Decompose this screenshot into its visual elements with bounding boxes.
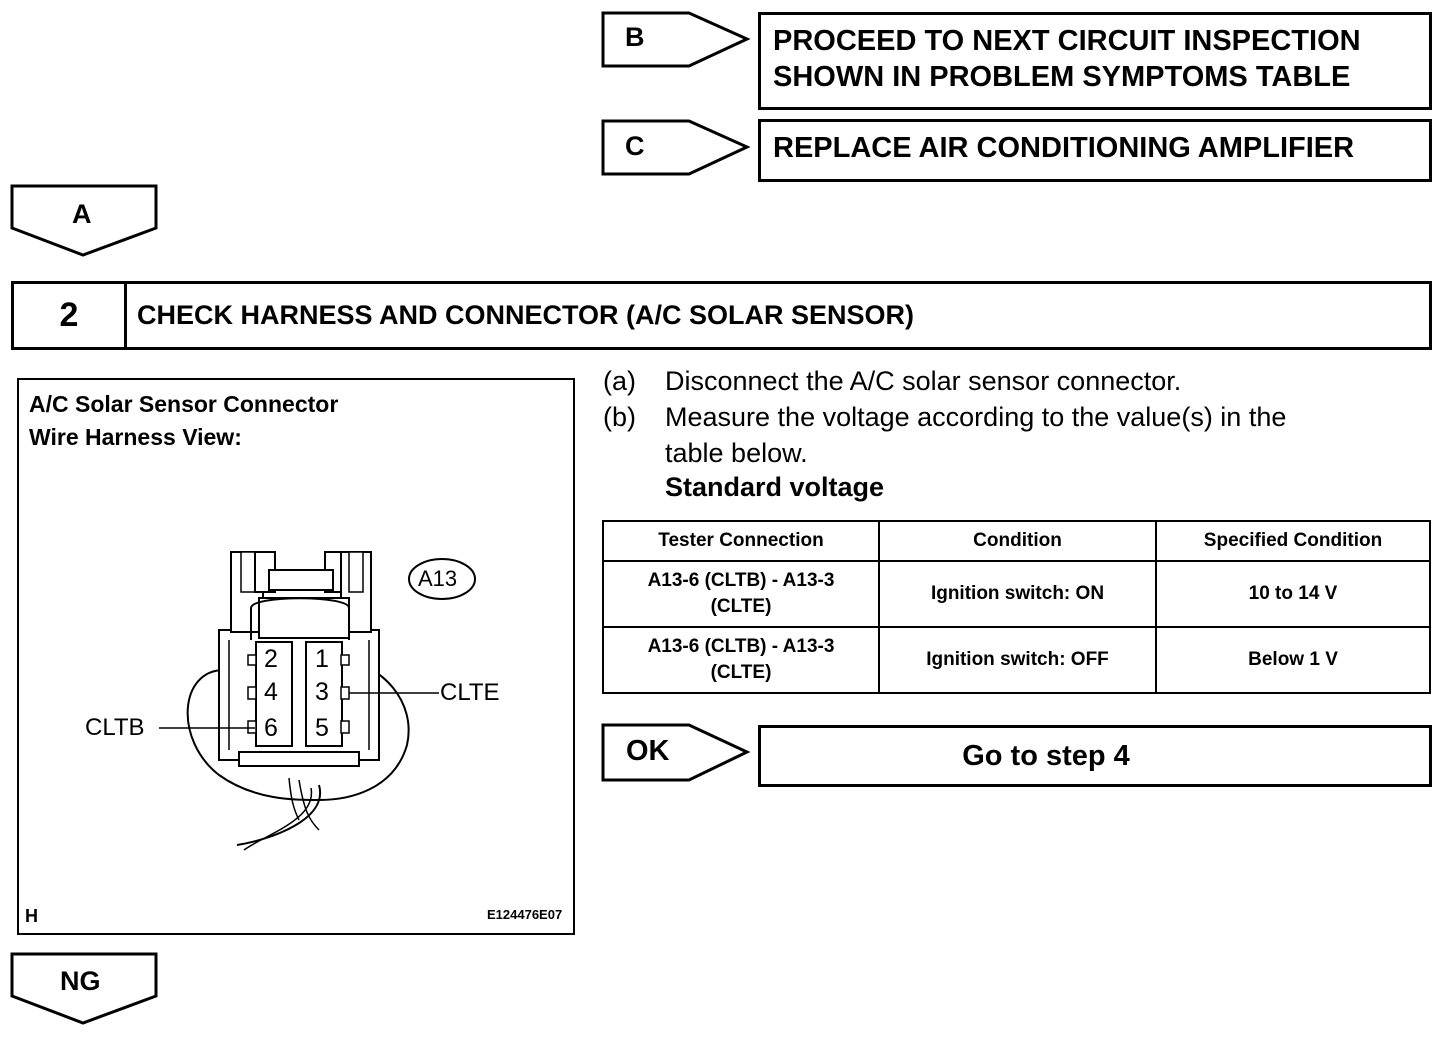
connector-id: A13 [418, 566, 458, 591]
instruction-a: (a) Disconnect the A/C solar sensor conn… [603, 363, 1403, 399]
cell-line: A13-6 (CLTB) - A13-3 [647, 570, 835, 591]
instruction-b: (b) Measure the voltage according to the… [603, 399, 1403, 471]
branch-ok-result-text: Go to step 4 [962, 740, 1130, 772]
figure-title-line2: Wire Harness View: [29, 424, 242, 450]
table-cell-condition: Ignition switch: ON [878, 560, 1157, 628]
connector-housing [218, 629, 380, 761]
figure-image-code: E124476E07 [487, 907, 563, 922]
harness-tail [236, 784, 322, 846]
branch-c-result-text: REPLACE AIR CONDITIONING AMPLIFIER [773, 132, 1355, 164]
branch-b-label: B [625, 22, 645, 52]
table-row: A13-6 (CLTB) - A13-3 (CLTE) Ignition swi… [602, 560, 1431, 628]
instruction-a-text: Disconnect the A/C solar sensor connecto… [665, 366, 1182, 396]
table-cell-connection: A13-6 (CLTB) - A13-3 (CLTE) [602, 560, 880, 628]
cell-line: A13-6 (CLTB) - A13-3 [647, 636, 835, 657]
step-header: 2 CHECK HARNESS AND CONNECTOR (A/C SOLAR… [11, 281, 1432, 350]
table-cell-specified: Below 1 V [1155, 626, 1431, 694]
instruction-b-line2: table below. [665, 438, 808, 468]
pin-2: 2 [264, 645, 278, 673]
branch-ok-result: Go to step 4 [758, 725, 1432, 787]
table-header-row: Tester Connection Condition Specified Co… [602, 520, 1431, 562]
branch-c-label: C [625, 131, 645, 161]
branch-b-result-line2: SHOWN IN PROBLEM SYMPTOMS TABLE [773, 61, 1351, 93]
branch-ok-arrow [601, 723, 751, 782]
standard-heading: Standard voltage [665, 472, 885, 502]
connector-id-ellipse [408, 558, 476, 600]
branch-b-result: PROCEED TO NEXT CIRCUIT INSPECTION SHOWN… [758, 12, 1432, 110]
table-header: Condition [878, 520, 1157, 562]
step-title: CHECK HARNESS AND CONNECTOR (A/C SOLAR S… [137, 300, 915, 330]
table-row: A13-6 (CLTB) - A13-3 (CLTE) Ignition swi… [602, 626, 1431, 694]
label-cltb: CLTB [85, 714, 145, 741]
branch-c-result: REPLACE AIR CONDITIONING AMPLIFIER [758, 119, 1432, 182]
table-cell-specified: 10 to 14 V [1155, 560, 1431, 628]
pin-3: 3 [315, 678, 329, 706]
instruction-b-text: Measure the voltage according to the val… [665, 399, 1385, 471]
branch-ng-label: NG [60, 966, 101, 996]
cell-line: (CLTE) [710, 596, 772, 617]
table-header: Specified Condition [1155, 520, 1431, 562]
instruction-b-label: (b) [603, 402, 636, 432]
branch-c-arrow [601, 119, 751, 176]
table-cell-connection: A13-6 (CLTB) - A13-3 (CLTE) [602, 626, 880, 694]
figure-corner-letter: H [25, 906, 38, 926]
branch-a-label: A [72, 199, 92, 229]
branch-b-arrow [601, 11, 751, 68]
pin-6: 6 [264, 714, 278, 742]
table-header: Tester Connection [602, 520, 880, 562]
label-clte: CLTE [440, 679, 500, 706]
connector-diagram [159, 551, 476, 851]
table-cell-condition: Ignition switch: OFF [878, 626, 1157, 694]
branch-ng-arrow [10, 952, 158, 1025]
instruction-a-label: (a) [603, 366, 636, 396]
cell-line: (CLTE) [710, 662, 772, 683]
pin-5: 5 [315, 714, 329, 742]
figure-title-line1: A/C Solar Sensor Connector [29, 391, 339, 417]
branch-b-result-line1: PROCEED TO NEXT CIRCUIT INSPECTION [773, 25, 1361, 57]
pin-4: 4 [264, 678, 278, 706]
branch-a-arrow [10, 184, 158, 257]
figure-title: A/C Solar Sensor Connector Wire Harness … [29, 388, 338, 454]
instruction-b-line1: Measure the voltage according to the val… [665, 402, 1287, 432]
connector-figure: A/C Solar Sensor Connector Wire Harness … [17, 378, 575, 935]
branch-ok-label: OK [626, 735, 670, 767]
step-number: 2 [14, 284, 127, 347]
pin-1: 1 [315, 645, 329, 673]
spec-table: Tester Connection Condition Specified Co… [602, 520, 1431, 694]
